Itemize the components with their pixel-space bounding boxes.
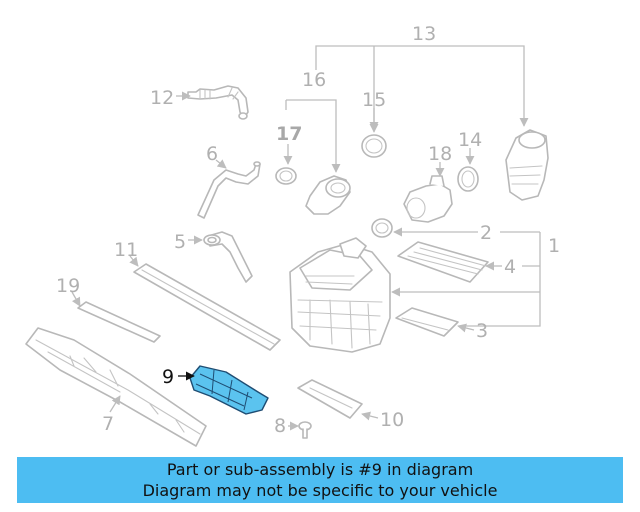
part-6-vent-tube [197,161,261,219]
callout-7: 7 [102,413,114,435]
callout-1: 1 [548,235,560,257]
part-5-hose [203,231,253,283]
part-2-seal [371,218,393,238]
banner-line-1: Part or sub-assembly is #9 in diagram [166,460,474,479]
callout-13: 13 [412,23,436,45]
part-11-strip [133,263,281,351]
callout-5: 5 [174,231,186,253]
part-9-highlighted-bracket [189,365,269,415]
callout-14: 14 [458,129,482,151]
part-19-seal-strip [77,301,161,343]
callout-15: 15 [362,89,386,111]
banner-line-2: Diagram may not be specific to your vehi… [142,481,498,500]
callout-18: 18 [428,143,452,165]
callout-19: 19 [56,275,80,297]
part-13-intake-boot [505,129,549,201]
callout-4: 4 [504,256,516,278]
callout-17: 17 [276,123,302,145]
part-3-filter [395,307,459,337]
info-banner: Part or sub-assembly is #9 in diagram Di… [17,457,623,503]
part-16-intake-elbow [305,175,351,215]
part-8-screw [298,421,312,439]
part-17-clamp [275,167,297,185]
callout-2: 2 [480,222,492,244]
callout-12: 12 [150,87,174,109]
part-18-maf-sensor [403,175,453,223]
callout-16: 16 [302,69,326,91]
air-cleaner-housing [289,237,391,353]
callout-9: 9 [162,366,174,388]
callout-8: 8 [274,415,286,437]
callout-3: 3 [476,320,488,342]
leader-lines [71,45,541,431]
parts-diagram: 13 16 15 12 17 14 6 18 2 1 5 11 4 19 3 9… [25,23,560,447]
callout-10: 10 [380,409,404,431]
part-14-clamp [457,166,479,192]
callout-6: 6 [206,143,218,165]
part-15-clamp [361,134,387,158]
part-4-filter [397,241,489,283]
part-7-duct [25,327,207,447]
part-10-duct [297,379,363,419]
callout-11: 11 [114,239,138,261]
part-12-breather-hose [187,85,249,120]
